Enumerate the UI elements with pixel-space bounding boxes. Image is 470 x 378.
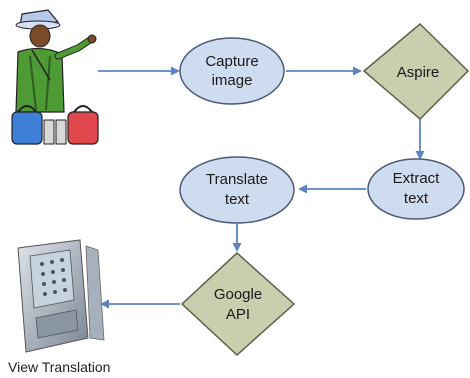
google-api-line1: Google	[214, 286, 262, 303]
extract-text-node: Extract text	[367, 158, 465, 220]
aspire-label: Aspire	[397, 64, 440, 81]
capture-image-line2: image	[212, 72, 253, 89]
extract-text-line1: Extract	[393, 170, 441, 187]
capture-image-node: Capture image	[179, 37, 285, 105]
google-api-line2: API	[226, 306, 250, 323]
aspire-node: Aspire	[362, 22, 470, 121]
view-translation-caption: View Translation	[8, 359, 111, 375]
extract-text-line2: text	[404, 190, 429, 207]
translate-text-node: Translate text	[179, 156, 295, 224]
translate-text-line2: text	[225, 191, 250, 208]
translate-text-line1: Translate	[206, 171, 268, 188]
pda-device-illustration	[17, 239, 105, 353]
capture-image-line1: Capture	[205, 53, 258, 70]
arrows	[98, 66, 425, 309]
google-api-node: Google API	[180, 251, 296, 357]
traveler-illustration	[11, 9, 99, 145]
